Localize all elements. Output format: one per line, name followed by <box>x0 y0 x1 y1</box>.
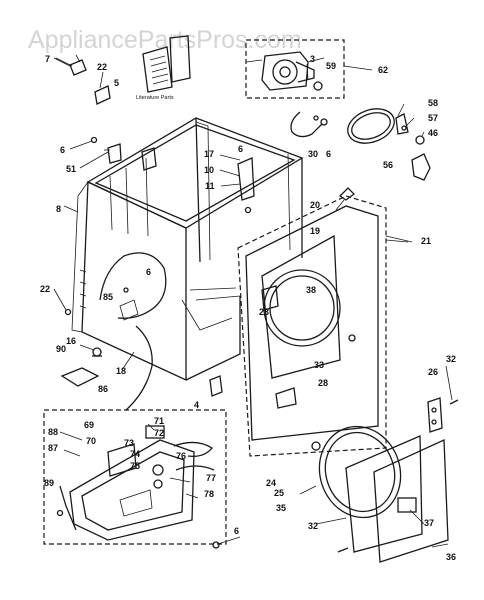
part-label: 3 <box>310 54 315 64</box>
part-label: 5 <box>114 78 119 88</box>
part-label: 30 <box>308 149 318 159</box>
part-label: 6 <box>234 526 239 536</box>
part-label: 22 <box>40 284 50 294</box>
part-label: 75 <box>130 461 140 471</box>
part-label: 57 <box>428 113 438 123</box>
part-label: 90 <box>56 344 66 354</box>
watermark-text: AppliancePartsPros.com <box>28 26 302 54</box>
part-label: 21 <box>421 236 431 246</box>
part-label: 70 <box>86 436 96 446</box>
part-label: 18 <box>116 366 126 376</box>
door-hinge <box>427 397 459 433</box>
part-label: 28 <box>318 378 328 388</box>
part-label: 88 <box>48 427 58 437</box>
literature-parts: Literature Parts <box>136 35 191 101</box>
part-label: 74 <box>130 449 140 459</box>
loose-screws <box>56 509 220 549</box>
bracket-4 <box>209 375 223 397</box>
part-label: 20 <box>310 200 320 210</box>
control-console <box>43 409 227 545</box>
cabinet <box>71 117 304 382</box>
door-assembly <box>311 425 449 563</box>
part-label: 56 <box>383 160 393 170</box>
part-label: 78 <box>204 489 214 499</box>
part-label: 19 <box>310 226 320 236</box>
part-label: 32 <box>308 521 318 531</box>
part-label: 59 <box>326 61 336 71</box>
part-label: 87 <box>48 443 58 453</box>
part-label: 8 <box>56 204 61 214</box>
part-label: 6 <box>326 149 331 159</box>
part-label: 76 <box>176 451 186 461</box>
part-label: 36 <box>446 552 456 562</box>
part-label: 51 <box>66 164 76 174</box>
part-label: 4 <box>194 400 199 410</box>
motor-assembly <box>245 39 345 99</box>
part-label: 33 <box>314 360 324 370</box>
sensor-wire <box>290 111 328 138</box>
part-label: 86 <box>98 384 108 394</box>
part-label: 23 <box>259 307 269 317</box>
part-label: 32 <box>446 354 456 364</box>
part-label: 6 <box>60 145 65 155</box>
part-label: 24 <box>266 478 276 488</box>
part-label: 62 <box>378 65 388 75</box>
part-label: 72 <box>154 428 164 438</box>
part-label: 17 <box>204 149 214 159</box>
part-label: 37 <box>424 518 434 528</box>
part-label: 71 <box>154 416 164 426</box>
part-label: 85 <box>103 292 113 302</box>
part-label: 10 <box>204 165 214 175</box>
part-label: 35 <box>276 503 286 513</box>
part-label: 69 <box>84 420 94 430</box>
front-panel-assembly <box>237 187 413 457</box>
part-label: 89 <box>44 478 54 488</box>
part-label: 77 <box>206 473 216 483</box>
part-label: 16 <box>66 336 76 346</box>
part-label: 7 <box>45 54 50 64</box>
leader-lines <box>53 57 453 548</box>
drive-belt <box>347 108 395 144</box>
top-left-bracket <box>55 54 122 164</box>
lower-left-parts <box>60 308 102 387</box>
part-label: 11 <box>205 181 215 191</box>
idler-assembly <box>395 113 431 181</box>
part-label: 26 <box>428 367 438 377</box>
part-label: 22 <box>97 62 107 72</box>
literature-parts-label: Literature Parts <box>136 95 174 101</box>
part-label: 46 <box>428 128 438 138</box>
part-labels: 7 22 5 6 51 8 22 85 6 16 90 18 86 17 6 1… <box>40 54 456 562</box>
part-label: 6 <box>238 144 243 154</box>
part-label: 6 <box>146 267 151 277</box>
part-label: 38 <box>306 285 316 295</box>
wiring-harness <box>99 252 167 411</box>
part-label: 73 <box>124 438 134 448</box>
part-label: 58 <box>428 98 438 108</box>
part-label: 25 <box>274 488 284 498</box>
